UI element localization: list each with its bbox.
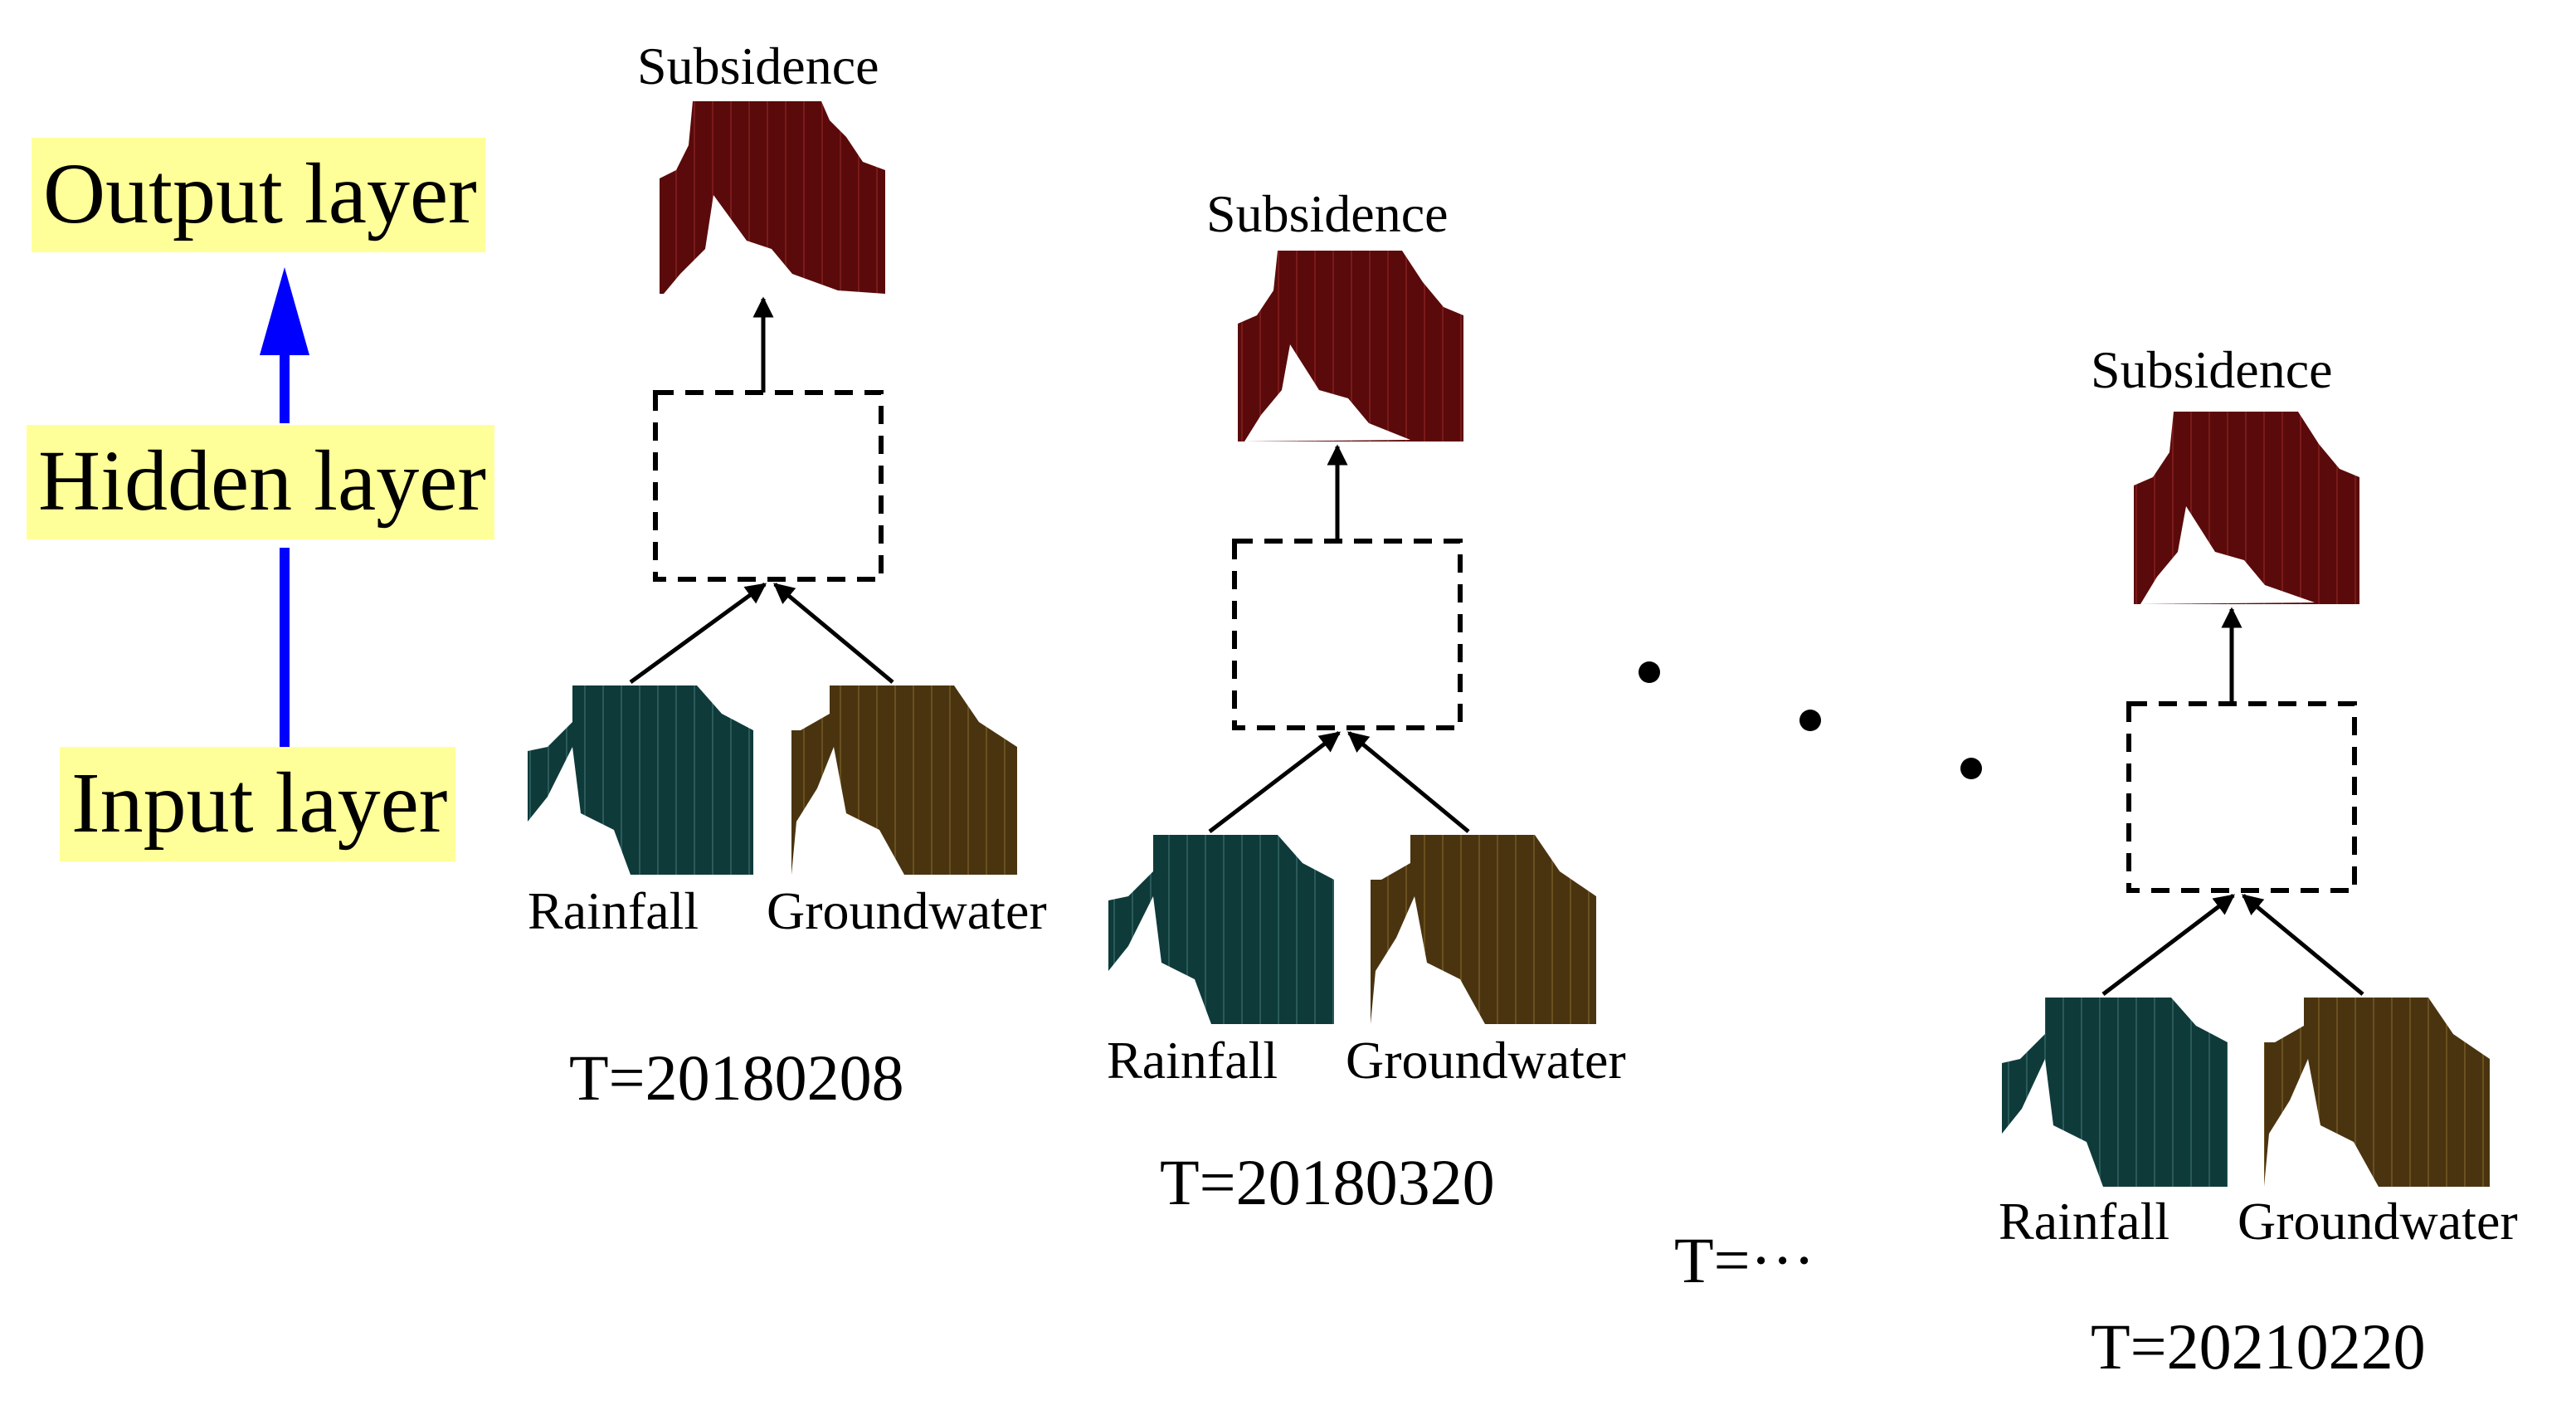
groundwater-map-1 xyxy=(791,685,1017,875)
hidden-node-1 xyxy=(653,390,884,582)
subsidence-map-2 xyxy=(1238,251,1463,442)
output-layer-label: Output layer xyxy=(32,138,485,252)
time-label-1: T=20180208 xyxy=(569,1042,904,1114)
hidden-node-2 xyxy=(1232,539,1463,730)
arrow-groundwater-to-hidden-2 xyxy=(1347,731,1470,833)
subsidence-map-3 xyxy=(2134,412,2359,604)
groundwater-label-1: Groundwater xyxy=(767,881,1047,940)
subsidence-label-2: Subsidence xyxy=(1206,184,1449,243)
arrow-groundwater-to-hidden-1 xyxy=(773,583,894,684)
arrow-rainfall-to-hidden-1 xyxy=(629,582,767,685)
arrow-groundwater-to-hidden-3 xyxy=(2242,894,2364,996)
groundwater-map-2 xyxy=(1371,835,1596,1024)
ellipsis-dot-3 xyxy=(1960,758,1982,779)
ellipsis-dot-1 xyxy=(1639,661,1660,683)
rainfall-map-1 xyxy=(528,685,753,875)
time-label-2: T=20180320 xyxy=(1160,1146,1495,1218)
ellipsis-dot-2 xyxy=(1799,710,1821,731)
subsidence-map-1 xyxy=(660,101,885,294)
arrow-rainfall-to-hidden-3 xyxy=(2101,894,2235,996)
groundwater-label-2: Groundwater xyxy=(1346,1031,1626,1090)
subsidence-label-3: Subsidence xyxy=(2091,340,2333,399)
arrow-rainfall-to-hidden-2 xyxy=(1208,731,1341,833)
step-1-group xyxy=(528,101,1017,875)
step-3-group xyxy=(2002,412,2490,1187)
groundwater-map-3 xyxy=(2264,998,2490,1187)
input-layer-label: Input layer xyxy=(60,747,456,861)
rainfall-map-2 xyxy=(1108,835,1334,1024)
subsidence-label-1: Subsidence xyxy=(637,37,879,95)
ellipsis-time-label: T=··· xyxy=(1674,1224,1815,1296)
step-2-group xyxy=(1108,251,1596,1024)
time-label-3: T=20210220 xyxy=(2091,1310,2426,1383)
rainfall-label-3: Rainfall xyxy=(1999,1192,2170,1251)
legend-arrow xyxy=(260,267,309,747)
rainfall-label-2: Rainfall xyxy=(1107,1031,1278,1090)
groundwater-label-3: Groundwater xyxy=(2238,1192,2518,1251)
rainfall-label-1: Rainfall xyxy=(528,881,699,940)
hidden-node-3 xyxy=(2126,701,2357,893)
rainfall-map-3 xyxy=(2002,998,2228,1187)
hidden-layer-label: Hidden layer xyxy=(27,425,495,539)
